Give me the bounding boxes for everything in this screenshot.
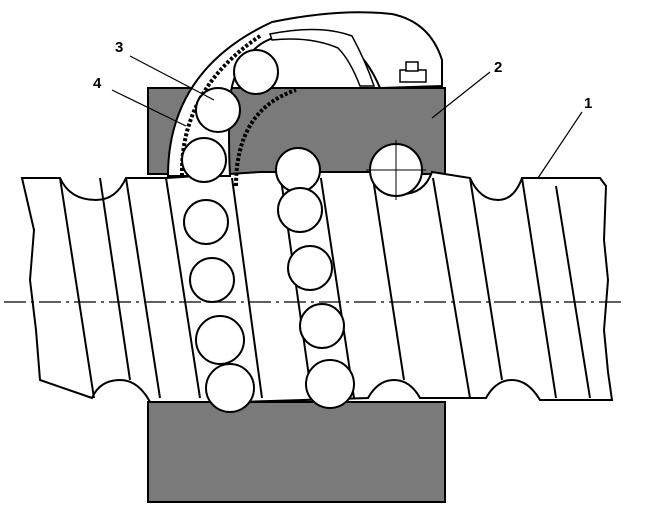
ball — [277, 187, 323, 233]
ball — [287, 245, 333, 291]
leader-3 — [129, 55, 215, 101]
return-tube-cap — [269, 28, 376, 87]
ball-center-mark — [366, 140, 426, 200]
ball — [195, 87, 241, 133]
ball — [183, 199, 229, 245]
balls — [181, 49, 423, 413]
nut-bottom-section — [147, 401, 446, 503]
leader-4 — [111, 89, 187, 127]
ball — [195, 315, 245, 365]
callout-2: 2 — [494, 59, 503, 76]
tube-bolt-head — [405, 61, 419, 72]
ball — [299, 303, 345, 349]
leader-2 — [431, 71, 491, 119]
callout-4: 4 — [93, 75, 102, 92]
callout-1: 1 — [584, 95, 593, 112]
ball — [205, 363, 255, 413]
return-tube-outer — [166, 11, 443, 177]
leader-1 — [537, 111, 583, 179]
ball — [189, 257, 235, 303]
ball — [275, 147, 321, 193]
ball — [305, 359, 355, 409]
return-tube-inner-wall-2 — [234, 88, 297, 187]
callout-3: 3 — [115, 39, 124, 56]
leader-lines — [111, 55, 583, 179]
tube-bolt — [399, 69, 427, 83]
ball — [233, 49, 279, 95]
ball — [181, 137, 227, 183]
